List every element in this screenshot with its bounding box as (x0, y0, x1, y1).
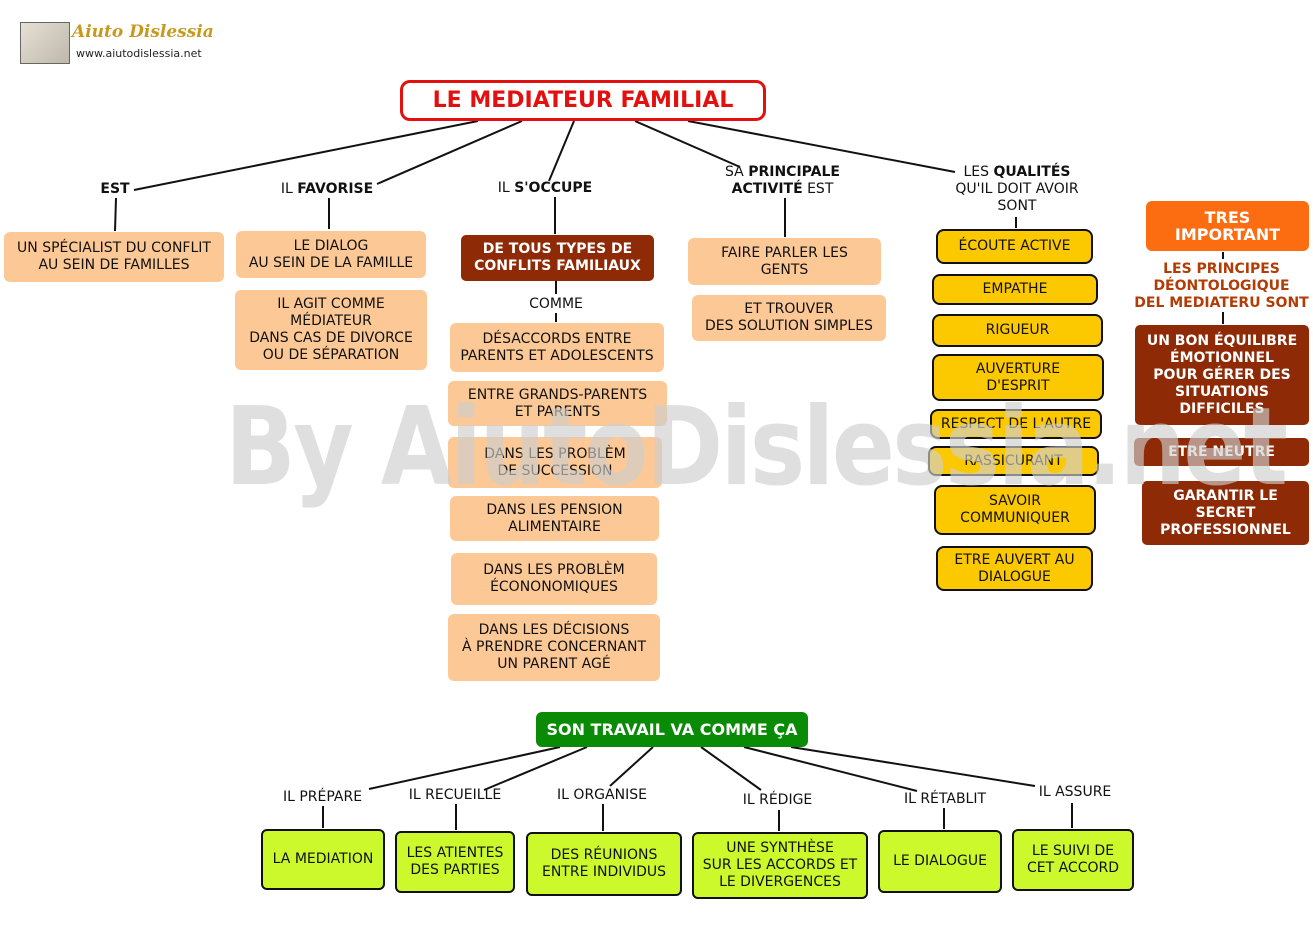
occupe-label-bold: S'OCCUPE (514, 180, 593, 196)
logo-image (20, 22, 70, 64)
occupe-item-3: DANS LES PROBLÈM DE SUCCESSION (448, 437, 662, 488)
occupe-item-5: DANS LES PROBLÈM ÉCONONOMIQUES (451, 553, 657, 605)
work-item-prepare: LA MEDIATION (261, 829, 385, 890)
occupe-connector-label: COMME (529, 296, 583, 312)
occupe-label-pre: IL (497, 180, 515, 196)
work-item-recueille: LES ATIENTES DES PARTIES (395, 831, 515, 893)
qualite-item-8: ETRE AUVERT AU DIALOGUE (936, 546, 1093, 591)
activite-item-1: FAIRE PARLER LES GENTS (688, 238, 881, 285)
qualites-label-rest: QU'IL DOIT AVOIR SONT (955, 181, 1079, 214)
logo-url: www.aiutodislessia.net (76, 47, 202, 60)
work-item-retablit: LE DIALOGUE (878, 830, 1002, 893)
activite-label-post: EST (802, 181, 834, 197)
qualites-label-pre: LES (963, 164, 994, 180)
principles-label: LES PRINCIPES DÉONTOLOGIQUE DEL MEDIATER… (1134, 261, 1309, 311)
qualite-item-4: AUVERTURE D'ESPRIT (932, 354, 1104, 401)
main-title: LE MEDIATEUR FAMILIAL (400, 80, 766, 121)
activite-label-pre: SA (725, 164, 749, 180)
principle-item-2: ETRE NEUTRE (1134, 438, 1309, 466)
activite-label-bold-2: ACTIVITÉ (731, 181, 803, 197)
work-item-organise: DES RÉUNIONS ENTRE INDIVIDUS (526, 832, 682, 896)
logo-name: Aiuto Dislessia (72, 22, 214, 42)
branch-label-occupe: IL S'OCCUPE (480, 180, 610, 197)
occupe-item-1: DÉSACCORDS ENTRE PARENTS ET ADOLESCENTS (450, 323, 664, 372)
work-title: SON TRAVAIL VA COMME ÇA (536, 712, 808, 747)
qualite-item-1: ÉCOUTE ACTIVE (936, 229, 1093, 264)
work-label-assure: IL ASSURE (1038, 784, 1112, 800)
work-label-redige: IL RÉDIGE (742, 792, 813, 808)
principle-item-1: UN BON ÉQUILIBRE ÉMOTIONNEL POUR GÉRER D… (1135, 325, 1309, 425)
occupe-main-box: DE TOUS TYPES DE CONFLITS FAMILIAUX (461, 235, 654, 281)
activite-item-2: ET TROUVER DES SOLUTION SIMPLES (692, 295, 886, 341)
branch-label-favorise: IL FAVORISE (262, 181, 392, 198)
favorise-item-2: IL AGIT COMME MÉDIATEUR DANS CAS DE DIVO… (235, 290, 427, 370)
qualite-item-5: RESPECT DE L'AUTRE (930, 409, 1102, 439)
qualite-item-6: RASSICURANT (928, 446, 1099, 476)
principle-item-3: GARANTIR LE SECRET PROFESSIONNEL (1142, 481, 1309, 545)
work-label-organise: IL ORGANISE (557, 787, 647, 803)
work-label-retablit: IL RÉTABLIT (903, 791, 987, 807)
favorise-item-1: LE DIALOG AU SEIN DE LA FAMILLE (236, 231, 426, 278)
branch-label-est: EST (100, 181, 130, 197)
favorise-label-bold: FAVORISE (297, 181, 374, 197)
work-label-prepare: IL PRÉPARE (282, 789, 363, 805)
qualite-item-7: SAVOIR COMMUNIQUER (934, 485, 1096, 535)
work-item-assure: LE SUIVI DE CET ACCORD (1012, 829, 1134, 891)
activite-label-bold-1: PRINCIPALE (748, 164, 840, 180)
watermark: By AiutoDislessia.net (225, 385, 1288, 510)
occupe-item-6: DANS LES DÉCISIONS À PRENDRE CONCERNANT … (448, 614, 660, 681)
qualite-item-2: EMPATHE (932, 274, 1098, 305)
principles-header: TRES IMPORTANT (1146, 201, 1309, 251)
est-item-1: UN SPÉCIALIST DU CONFLIT AU SEIN DE FAMI… (4, 232, 224, 282)
occupe-item-2: ENTRE GRANDS-PARENTS ET PARENTS (448, 381, 667, 426)
favorise-label-pre: IL (280, 181, 298, 197)
qualites-label-bold: QUALITÉS (993, 164, 1071, 180)
work-item-redige: UNE SYNTHÈSE SUR LES ACCORDS ET LE DIVER… (692, 832, 868, 899)
occupe-item-4: DANS LES PENSION ALIMENTAIRE (450, 496, 659, 541)
qualite-item-3: RIGUEUR (932, 314, 1103, 347)
work-label-recueille: IL RECUEILLE (408, 787, 502, 803)
